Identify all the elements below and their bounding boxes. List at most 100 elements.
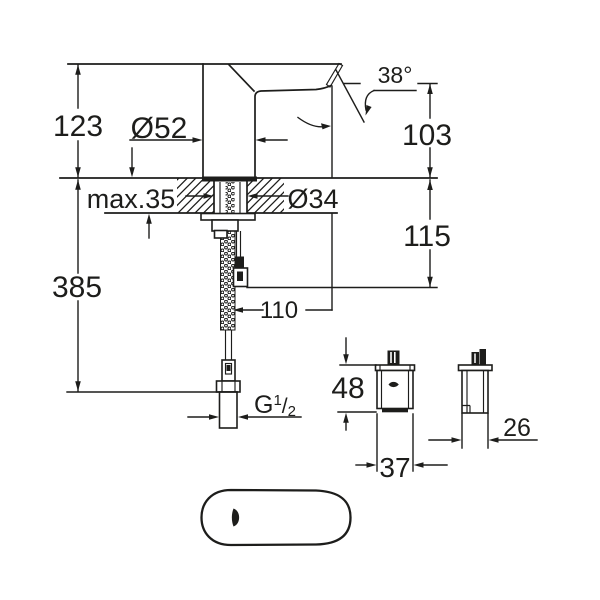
dim-thread-size: G1/2 <box>187 391 302 420</box>
dim-box-width: 37 <box>355 413 448 483</box>
spout-angle-annotation: 38° <box>297 62 417 130</box>
box-body <box>376 369 414 410</box>
spout-reach-label: 110 <box>260 297 298 324</box>
side-box-body <box>461 369 489 414</box>
box-side-seams <box>380 370 410 409</box>
hex-facet-lines <box>221 381 236 392</box>
arrowhead-down <box>129 167 135 178</box>
hole-diameter-label: Ø34 <box>287 184 338 214</box>
arrowhead-left <box>238 414 248 420</box>
side-box-notch <box>462 404 471 413</box>
cable-gland <box>387 350 400 365</box>
mounting-washer <box>200 212 256 221</box>
angle-leader-arrowhead <box>365 105 372 116</box>
thread-prefix: G <box>254 391 273 419</box>
arrowhead-up <box>343 412 349 423</box>
shank-threaded-stud <box>225 182 235 213</box>
shank-inner-tube <box>219 182 241 213</box>
arrowhead-left <box>247 193 258 199</box>
lid-ticks <box>379 365 411 370</box>
spout-height-label: 103 <box>402 119 452 152</box>
top-view-outline <box>200 488 352 547</box>
faucet-side-view <box>67 62 344 182</box>
hose-length-label: 385 <box>52 271 102 304</box>
side-connector-stub-2 <box>479 349 486 365</box>
cable-connector-window <box>237 271 243 281</box>
overall-height-label: 123 <box>53 110 103 143</box>
dim-spout-reach: 110 <box>233 297 333 324</box>
grohe-logo-mark <box>388 381 399 388</box>
extension-lines <box>461 413 489 449</box>
thread-size-label: G1/2 <box>254 391 296 420</box>
arrowhead-up <box>75 64 81 75</box>
dim-box-height: 48 <box>331 337 377 431</box>
body-diameter-label: Ø52 <box>131 112 188 145</box>
extension-lines <box>376 413 414 472</box>
faucet-top-view <box>200 488 352 547</box>
under-deck-height-label: 115 <box>403 220 451 253</box>
arrowhead-down <box>75 381 81 392</box>
box-bottom-plate <box>382 408 408 413</box>
box-depth-label: 26 <box>503 414 531 442</box>
dim-body-diameter: Ø52 <box>129 112 288 145</box>
dim-under-deck-height: 115 <box>246 179 451 289</box>
box-width-label: 37 <box>379 452 410 483</box>
arrowhead-up <box>427 84 433 94</box>
box-height-label: 48 <box>331 372 364 405</box>
base-gasket <box>202 176 257 182</box>
arrowhead-down <box>427 167 433 178</box>
arrowhead-up <box>427 180 433 190</box>
flow-direction-arc <box>297 116 325 128</box>
angle-leader-arc <box>364 89 375 111</box>
thread-hex-nut <box>215 380 241 393</box>
body-shoulder-line <box>227 63 256 93</box>
thread-slash: / <box>282 395 288 418</box>
mounting-nut <box>211 219 239 232</box>
g-half-threaded-pipe <box>218 391 238 429</box>
arrowhead-right <box>192 137 203 143</box>
cable-strain-relief <box>235 256 244 268</box>
sensor-window <box>231 508 240 527</box>
hose-nipple <box>213 229 228 239</box>
spout-underside <box>254 84 333 178</box>
hose-end-tube <box>224 330 233 360</box>
cable-gland-ribs <box>390 352 396 363</box>
dim-box-depth: 26 <box>428 413 538 449</box>
arrowhead-right <box>451 437 462 443</box>
dim-hose-length: 385 <box>52 179 238 393</box>
arrowhead-left <box>255 137 266 143</box>
power-cable <box>235 231 242 257</box>
thread-denominator: 2 <box>288 403 296 420</box>
arrowhead-right <box>209 414 219 420</box>
shank-and-mounting-hardware <box>200 180 256 429</box>
arrowhead-left <box>413 462 424 468</box>
dim-overall-height: 123 <box>53 64 103 178</box>
thread-numerator: 1 <box>273 392 281 409</box>
side-box-lid <box>457 364 493 372</box>
dim-hole-diameter: Ø34 <box>185 184 339 311</box>
shank-outer-tube <box>213 180 248 214</box>
flow-arrowhead <box>321 123 331 130</box>
arrowhead-down <box>75 167 81 178</box>
extension-lines <box>337 364 377 413</box>
arrowhead-left <box>488 437 499 443</box>
box-lid <box>374 364 416 372</box>
spout-angle-label: 38° <box>378 62 413 88</box>
arrowhead-right <box>366 462 377 468</box>
arrowhead-up <box>146 213 152 224</box>
control-box-side-view <box>457 349 493 414</box>
aerator-face <box>325 62 344 88</box>
max-deck-thickness-label: max.35 <box>87 184 176 214</box>
angle-reference-line <box>335 69 365 123</box>
dim-spout-height: 103 <box>343 82 452 178</box>
dim-max-deck-thickness: max.35 <box>87 147 176 239</box>
arrowhead-left <box>233 307 243 313</box>
fitting-detail <box>226 365 231 371</box>
arrowhead-right <box>203 193 214 199</box>
fitting-window <box>224 362 233 375</box>
arrowhead-down <box>343 354 349 365</box>
arrowhead-up <box>75 179 81 190</box>
control-box-front-view <box>374 350 416 413</box>
